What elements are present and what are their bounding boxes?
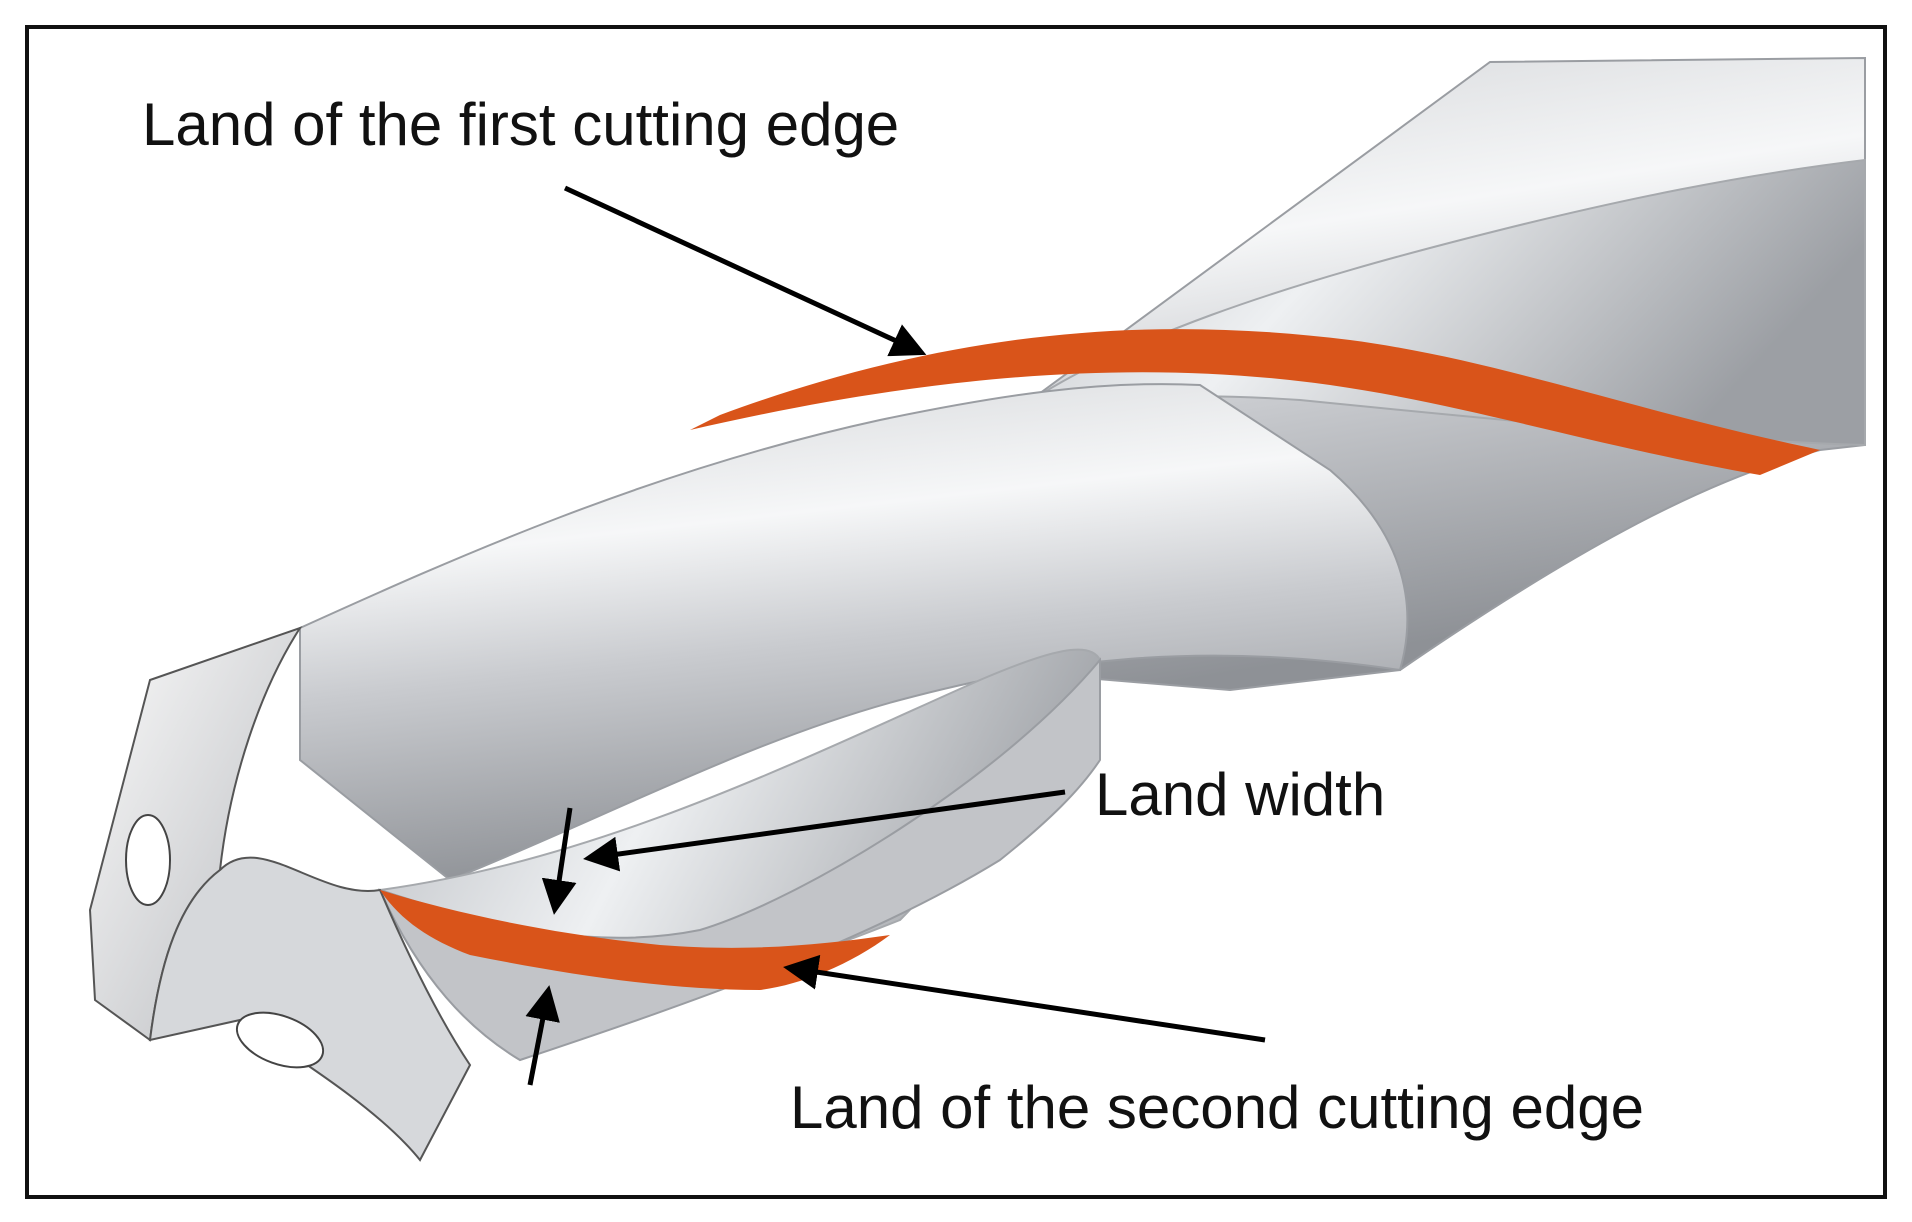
label-first-land: Land of the first cutting edge bbox=[142, 91, 899, 158]
arrow-land-width-bottom bbox=[525, 985, 560, 1086]
label-land-width: Land width bbox=[1095, 761, 1385, 828]
coolant-hole-upper bbox=[125, 814, 171, 906]
second-land-highlight bbox=[380, 890, 890, 990]
drill-middle-body bbox=[299, 383, 1409, 882]
arrow-land-width-pointer bbox=[583, 789, 1066, 872]
callout-arrows bbox=[525, 185, 1266, 1086]
label-second-land: Land of the second cutting edge bbox=[790, 1074, 1644, 1141]
arrow-first-land bbox=[563, 185, 927, 357]
first-land-highlight bbox=[690, 329, 1820, 475]
arrow-second-land bbox=[783, 954, 1266, 1043]
arrow-land-width-top bbox=[541, 807, 577, 915]
drill-tip bbox=[88, 626, 472, 1162]
tip-cutting-wedge bbox=[148, 856, 472, 1162]
coolant-hole-lower bbox=[235, 1011, 325, 1069]
